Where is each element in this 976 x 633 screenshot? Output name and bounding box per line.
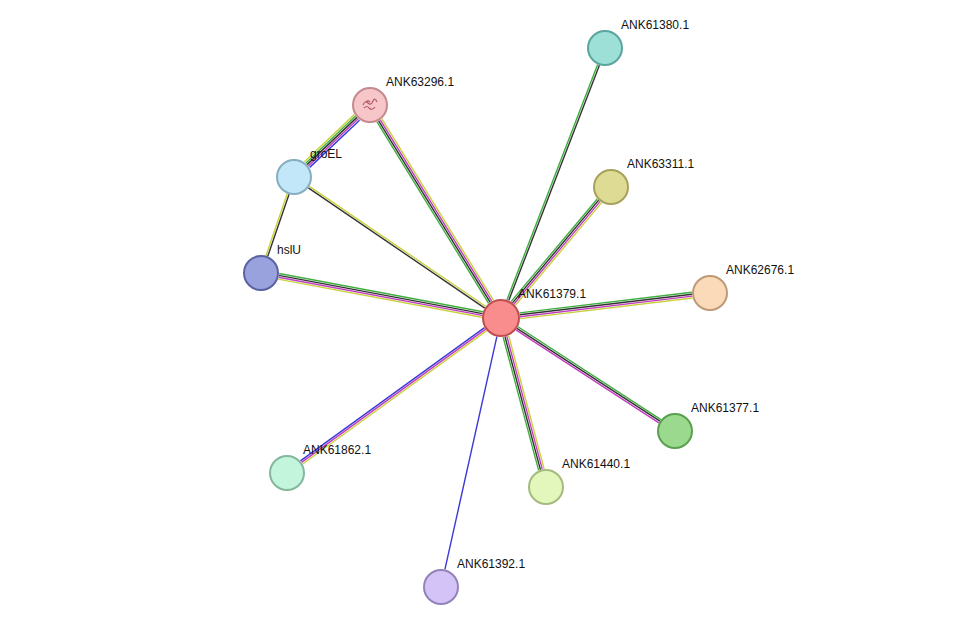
protein-label: ANK61440.1 (562, 457, 630, 471)
protein-node: ANK61392.1 (423, 569, 459, 605)
protein-label: ANK61380.1 (621, 18, 689, 32)
evidence-strand (302, 329, 486, 462)
evidence-strand (279, 277, 483, 315)
evidence-strand (278, 279, 482, 317)
evidence-strand (503, 337, 538, 470)
protein-node: ANK61379.1 (482, 299, 520, 337)
protein-circle (243, 255, 279, 291)
protein-circle (593, 169, 629, 205)
evidence-strand (279, 274, 483, 312)
interaction-edge (304, 115, 359, 168)
protein-node: ANK61380.1 (587, 30, 623, 66)
protein-circle (528, 469, 564, 505)
evidence-strand (377, 122, 489, 303)
evidence-strand (379, 121, 491, 302)
evidence-strand (515, 203, 601, 306)
protein-label: ANK62676.1 (726, 263, 794, 277)
evidence-strand (514, 201, 600, 304)
evidence-strand (304, 115, 354, 162)
protein-circle (269, 455, 305, 491)
interaction-edge (507, 64, 599, 300)
interaction-edge (377, 119, 493, 303)
evidence-strand (307, 117, 357, 164)
protein-label: hslU (277, 243, 301, 257)
protein-circle (482, 299, 520, 337)
protein-node: ANK61862.1 (269, 455, 305, 491)
protein-label: ANK61862.1 (303, 443, 371, 457)
protein-label: ANK61392.1 (457, 557, 525, 571)
evidence-strand (445, 337, 497, 570)
protein-circle (657, 413, 693, 449)
protein-label: ANK61379.1 (518, 287, 586, 301)
structure-icon (363, 99, 377, 109)
evidence-strand (300, 328, 484, 461)
protein-node: ANK61440.1 (528, 469, 564, 505)
evidence-strand (518, 327, 661, 420)
interaction-edge (516, 327, 661, 423)
interaction-edge (300, 328, 486, 464)
protein-label: ANK63311.1 (627, 157, 694, 171)
interaction-edge (511, 199, 602, 305)
protein-node: ANK61377.1 (657, 413, 693, 449)
evidence-strand (507, 64, 598, 299)
protein-node: groEL (276, 159, 312, 195)
evidence-strand (511, 199, 597, 302)
evidence-strand (517, 328, 660, 421)
evidence-strand (310, 120, 360, 167)
evidence-strand (512, 200, 598, 303)
protein-label: ANK63296.1 (386, 75, 454, 89)
interaction-edge (445, 337, 497, 570)
evidence-strand (507, 336, 542, 469)
protein-circle (352, 87, 388, 123)
protein-circle (276, 159, 312, 195)
protein-label: groEL (310, 147, 342, 161)
protein-node: ANK62676.1 (692, 275, 728, 311)
protein-circle (587, 30, 623, 66)
interaction-edge (503, 336, 544, 471)
evidence-strand (516, 330, 659, 423)
evidence-strand (509, 65, 600, 300)
interaction-edge (278, 274, 483, 318)
evidence-strand (303, 331, 487, 464)
evidence-strand (520, 298, 692, 319)
protein-circle (423, 569, 459, 605)
protein-circle (692, 275, 728, 311)
evidence-strand (308, 119, 358, 166)
protein-label: ANK61377.1 (691, 401, 759, 415)
evidence-strand (306, 116, 356, 163)
protein-node: ANK63296.1 (352, 87, 388, 123)
evidence-strand (505, 337, 540, 470)
protein-node: hslU (243, 255, 279, 291)
protein-node: ANK63311.1 (593, 169, 629, 205)
evidence-strand (279, 275, 483, 313)
evidence-strand (509, 336, 544, 469)
